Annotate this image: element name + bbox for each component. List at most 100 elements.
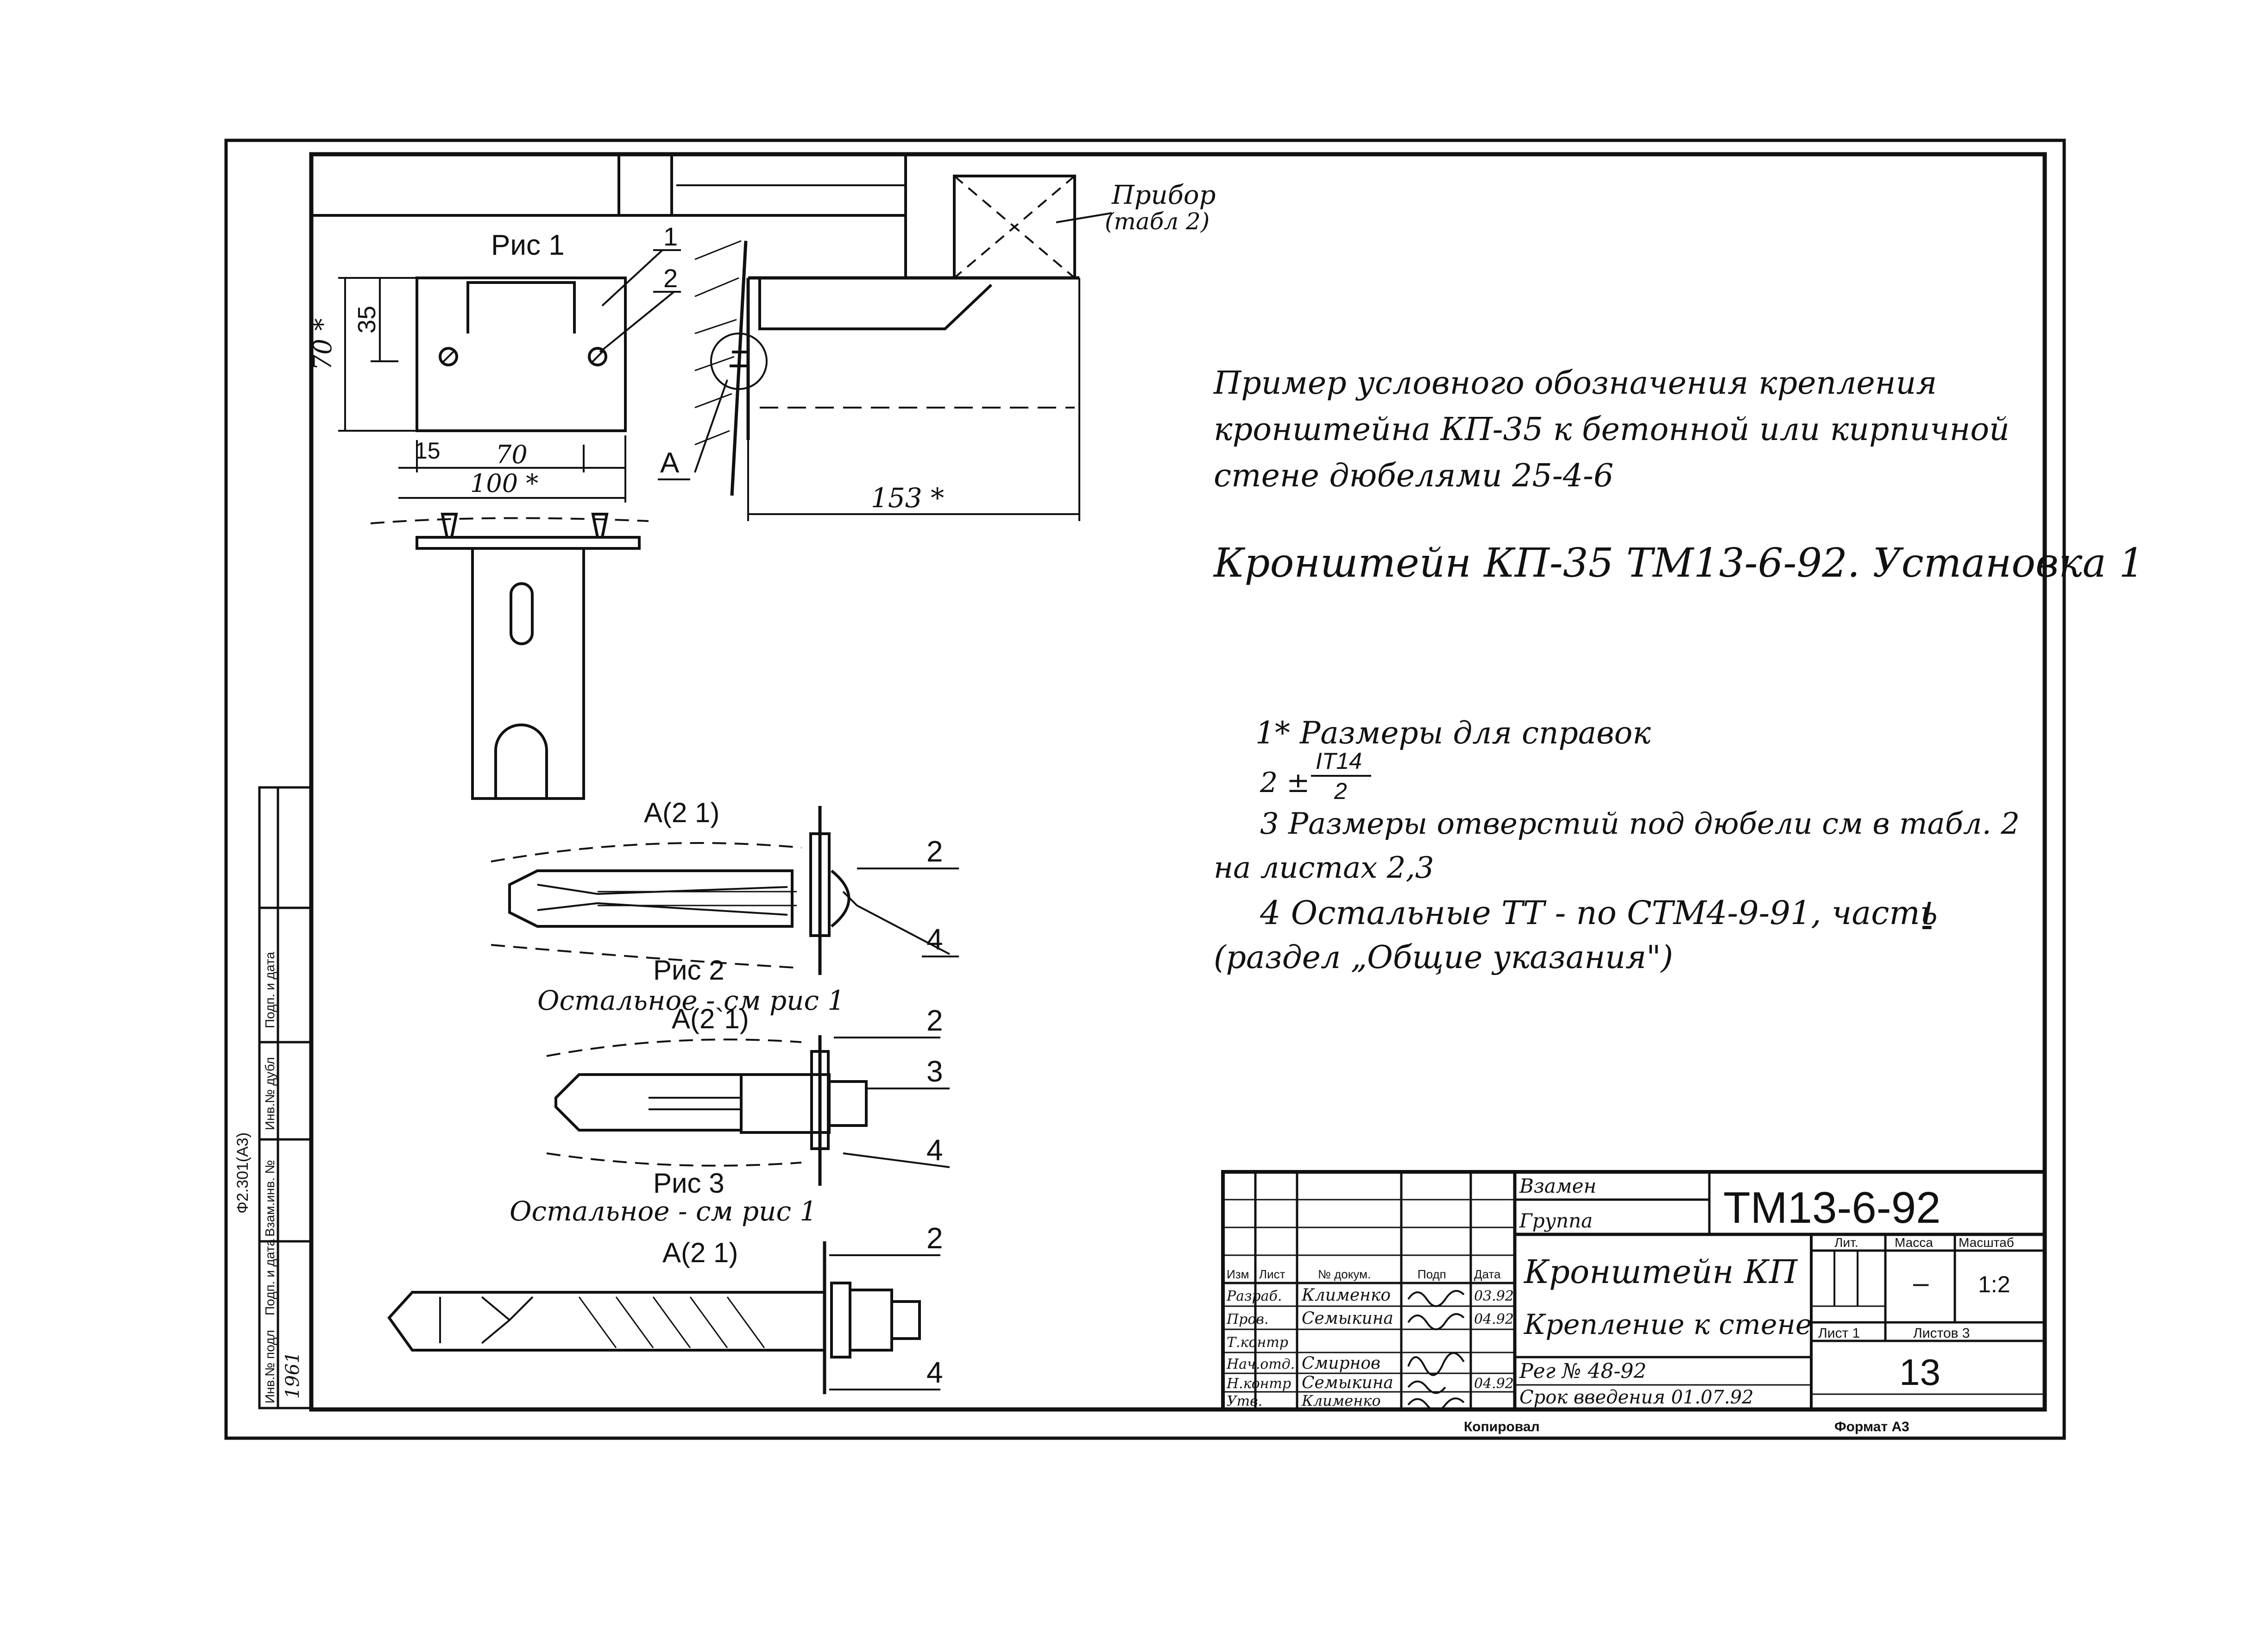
- figure-1: Рис 1 1 2 70 * 35 15 70 100 *: [308, 222, 681, 800]
- arm-fork: [494, 723, 548, 799]
- tb-sheet-number: 13: [1899, 1352, 1940, 1393]
- designation-line2: кронштейна КП-35 к бетонной или кирпично…: [1214, 411, 2010, 448]
- top-strip: [311, 154, 907, 278]
- sheet-frames: [224, 138, 2066, 1440]
- screw-hole-left: [439, 347, 458, 366]
- tb-srok: Срок введения 01.07.92: [1519, 1387, 1754, 1408]
- fig4-bolt: [890, 1300, 921, 1340]
- fig1-title: Рис 1: [491, 229, 565, 261]
- side-cell-inv-dubl: Инв.№ дубл: [263, 1057, 277, 1130]
- outer-border: [224, 138, 2066, 1440]
- fig2-view: A(2 1): [644, 797, 719, 828]
- tb-name-razrab: Клименко: [1301, 1286, 1391, 1305]
- fig2-callout-4: 4: [926, 923, 943, 956]
- designation-line1: Пример условного обозначения крепления: [1213, 365, 1937, 402]
- tb-head-list: Лист: [1259, 1267, 1285, 1281]
- dim-70-width: 70: [496, 440, 528, 469]
- screw-hole-right: [588, 347, 607, 366]
- dim-100: 100 *: [470, 469, 538, 498]
- fig3-title: Рис 3: [653, 1168, 724, 1199]
- tb-name-nachotd: Смирнов: [1302, 1354, 1380, 1373]
- side-cell-inv-podl: Инв.№ подл: [263, 1330, 277, 1403]
- footer-format: Формат А3: [1834, 1419, 1909, 1434]
- note-3b: на листах 2,3: [1214, 851, 1434, 885]
- fig4-callout-2: 2: [926, 1221, 943, 1255]
- wall-assembly: Прибор (табл 2) A 153 *: [658, 175, 1216, 521]
- fig3-nut: [740, 1073, 831, 1134]
- fig2-note: Остальное - см рис 1: [537, 985, 844, 1016]
- tb-head-izm: Изм: [1227, 1267, 1249, 1281]
- side-stamp: Инв.№ подл Подп. и дата Взам.инв. № Инв.…: [234, 786, 312, 1409]
- signature-marks: [1407, 1290, 1465, 1412]
- tb-head-date: Дата: [1474, 1267, 1501, 1281]
- view-a-label: A: [660, 447, 680, 479]
- bracket-flange: [416, 536, 641, 550]
- fig4-callout-4: 4: [926, 1356, 943, 1389]
- side-form-code: Ф2.301(А3): [234, 1132, 252, 1214]
- tb-role-nachotd: Нач.отд.: [1226, 1356, 1295, 1372]
- note-2-numerator: IT14: [1316, 748, 1362, 774]
- tb-name-nkontr: Семыкина: [1302, 1373, 1393, 1392]
- note-2-denominator: 2: [1334, 778, 1347, 804]
- dim-70-height: 70 *: [308, 318, 337, 371]
- notes-block: 1* Размеры для справок 2 ± IT14 2 3 Разм…: [1214, 715, 2020, 976]
- tb-gruppa: Группа: [1519, 1209, 1593, 1232]
- tb-date-razrab: 03.92: [1474, 1288, 1514, 1304]
- fig4-nut: [849, 1289, 893, 1352]
- tb-name-2: Крепление к стене: [1524, 1308, 1812, 1341]
- designation-line3: стене дюбелями 25-4-6: [1214, 458, 1613, 494]
- designation-block: Пример условного обозначения крепления к…: [1213, 365, 2144, 586]
- bracket-plate: [416, 277, 627, 432]
- arm-slot: [510, 582, 534, 645]
- tb-date-prov: 04.92: [1474, 1311, 1514, 1327]
- side-inv-number: 1961: [282, 1352, 303, 1399]
- view-a-circle: [710, 333, 768, 390]
- fig3-note: Остальное - см рис 1: [510, 1195, 817, 1227]
- fig1-callout-1: 1: [663, 222, 678, 251]
- note-1: 1* Размеры для справок: [1255, 715, 1651, 751]
- fig3-view: A(2`1): [672, 1003, 749, 1034]
- footer-kopiroval: Копировал: [1464, 1419, 1540, 1434]
- tb-role-razrab: Разраб.: [1226, 1288, 1282, 1304]
- tb-scale-header: Масштаб: [1959, 1235, 2014, 1250]
- figure-3: A(2`1) 2 3 4 Рис 3 Остальное - см рис 1: [510, 1003, 950, 1227]
- fig2-callout-2: 2: [926, 835, 943, 868]
- tb-massa-header: Масса: [1895, 1235, 1933, 1250]
- tb-head-doc: № докум.: [1318, 1267, 1371, 1281]
- note-2-prefix: 2 ±: [1260, 767, 1310, 799]
- tb-list: Лист 1: [1818, 1326, 1860, 1341]
- fig3-callout-3: 3: [926, 1055, 943, 1088]
- tb-scale: 1:2: [1978, 1271, 2010, 1297]
- figure-4: A(2 1) 2 4: [387, 1221, 943, 1394]
- inner-frame: [309, 152, 2047, 1412]
- tb-code: ТМ13-6-92: [1723, 1183, 1941, 1233]
- side-cell-vzam: Взам.инв. №: [263, 1160, 277, 1237]
- fig2-screw-head: [831, 869, 850, 928]
- tb-listov: Листов 3: [1913, 1326, 1970, 1341]
- fig3-callout-2: 2: [926, 1004, 943, 1037]
- tb-date-nkontr: 04.92: [1474, 1376, 1514, 1392]
- bracket-arm: [471, 547, 585, 800]
- title-block: Изм Лист № докум. Подп Дата Разраб. Клим…: [1221, 1170, 2047, 1412]
- tb-role-tkontr: Т.контр: [1227, 1334, 1288, 1351]
- tb-name-prov: Семыкина: [1302, 1309, 1393, 1328]
- pribor-ref: (табл 2): [1105, 208, 1210, 235]
- designation-example: Кронштейн КП-35 ТМ13-6-92. Установка 1: [1213, 540, 2144, 586]
- note-4a-part: I: [1922, 895, 1931, 931]
- tb-name-utv: Клименко: [1301, 1392, 1381, 1409]
- side-cell-podp-1: Подп. и дата: [263, 1239, 277, 1315]
- fig2-title: Рис 2: [653, 955, 724, 986]
- footer: Копировал Формат А3: [1464, 1419, 1909, 1434]
- note-4b: (раздел „Общие указания"): [1214, 939, 1673, 976]
- fig1-callout-2: 2: [663, 264, 678, 293]
- side-cell-podp-2: Подп. и дата: [263, 952, 277, 1028]
- tb-name-1: Кронштейн КП: [1523, 1253, 1798, 1291]
- figure-2: A(2 1) 2 4 Рис 2 Остальное - см рис 1: [491, 797, 959, 1016]
- tb-lit-header: Лит.: [1834, 1235, 1858, 1250]
- dim-15: 15: [415, 438, 441, 464]
- tb-role-prov: Пров.: [1226, 1311, 1268, 1327]
- tb-zamen: Взамен: [1519, 1175, 1596, 1197]
- note-4a: 4 Остальные ТТ - по СТМ4-9-91, часть: [1260, 894, 1938, 932]
- tb-role-nkontr: Н.контр: [1226, 1376, 1291, 1392]
